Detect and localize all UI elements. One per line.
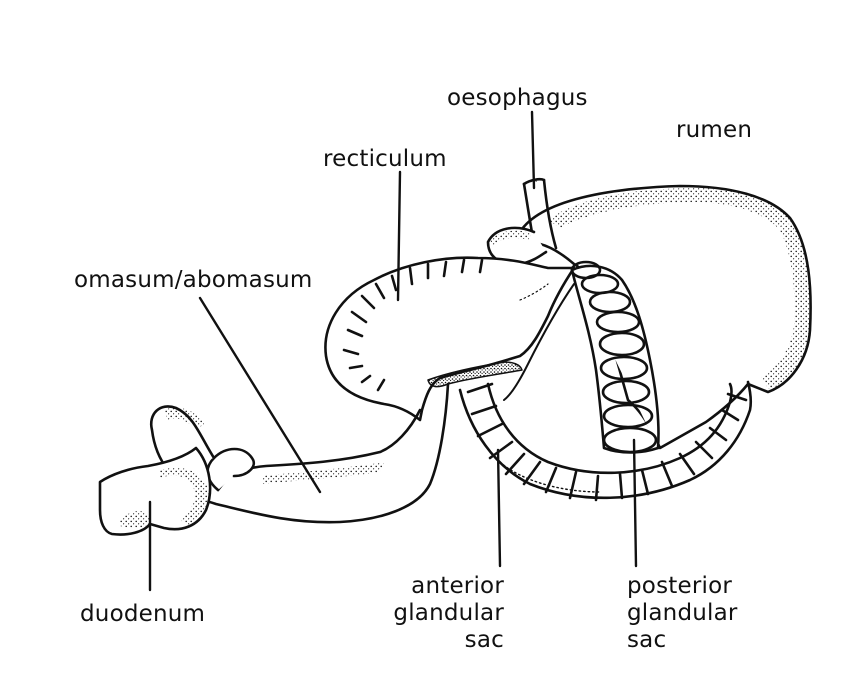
label-posterior-line-3: sac (627, 627, 667, 653)
label-posterior-line-2: glandular (627, 600, 738, 626)
duodenum-shape (98, 405, 255, 536)
junction-band (427, 361, 523, 388)
omasum-abomasum-leader (198, 296, 322, 494)
label-anterior-line-1: anterior (411, 573, 504, 599)
anterior-glandular-sac-leader (496, 448, 502, 568)
label-duodenum: duodenum (80, 601, 206, 627)
label-anterior-line-2: glandular (393, 600, 504, 626)
label-rumen: rumen (676, 117, 753, 143)
rumen-shape (518, 184, 812, 450)
oesophagus-leader (530, 110, 536, 190)
posterior-glandular-sac-shape (570, 260, 660, 454)
label-recticulum: recticulum (323, 146, 447, 172)
label-omasum-abomasum: omasum/abomasum (74, 267, 313, 293)
label-anterior-line-3: sac (464, 627, 504, 653)
anterior-glandular-sac-shape (458, 380, 753, 502)
posterior-glandular-sac-leader (632, 438, 638, 568)
label-posterior-line-1: posterior (627, 573, 732, 599)
recticulum-shape (324, 256, 576, 422)
label-oesophagus: oesophagus (447, 85, 588, 111)
recticulum-leader (396, 170, 402, 302)
